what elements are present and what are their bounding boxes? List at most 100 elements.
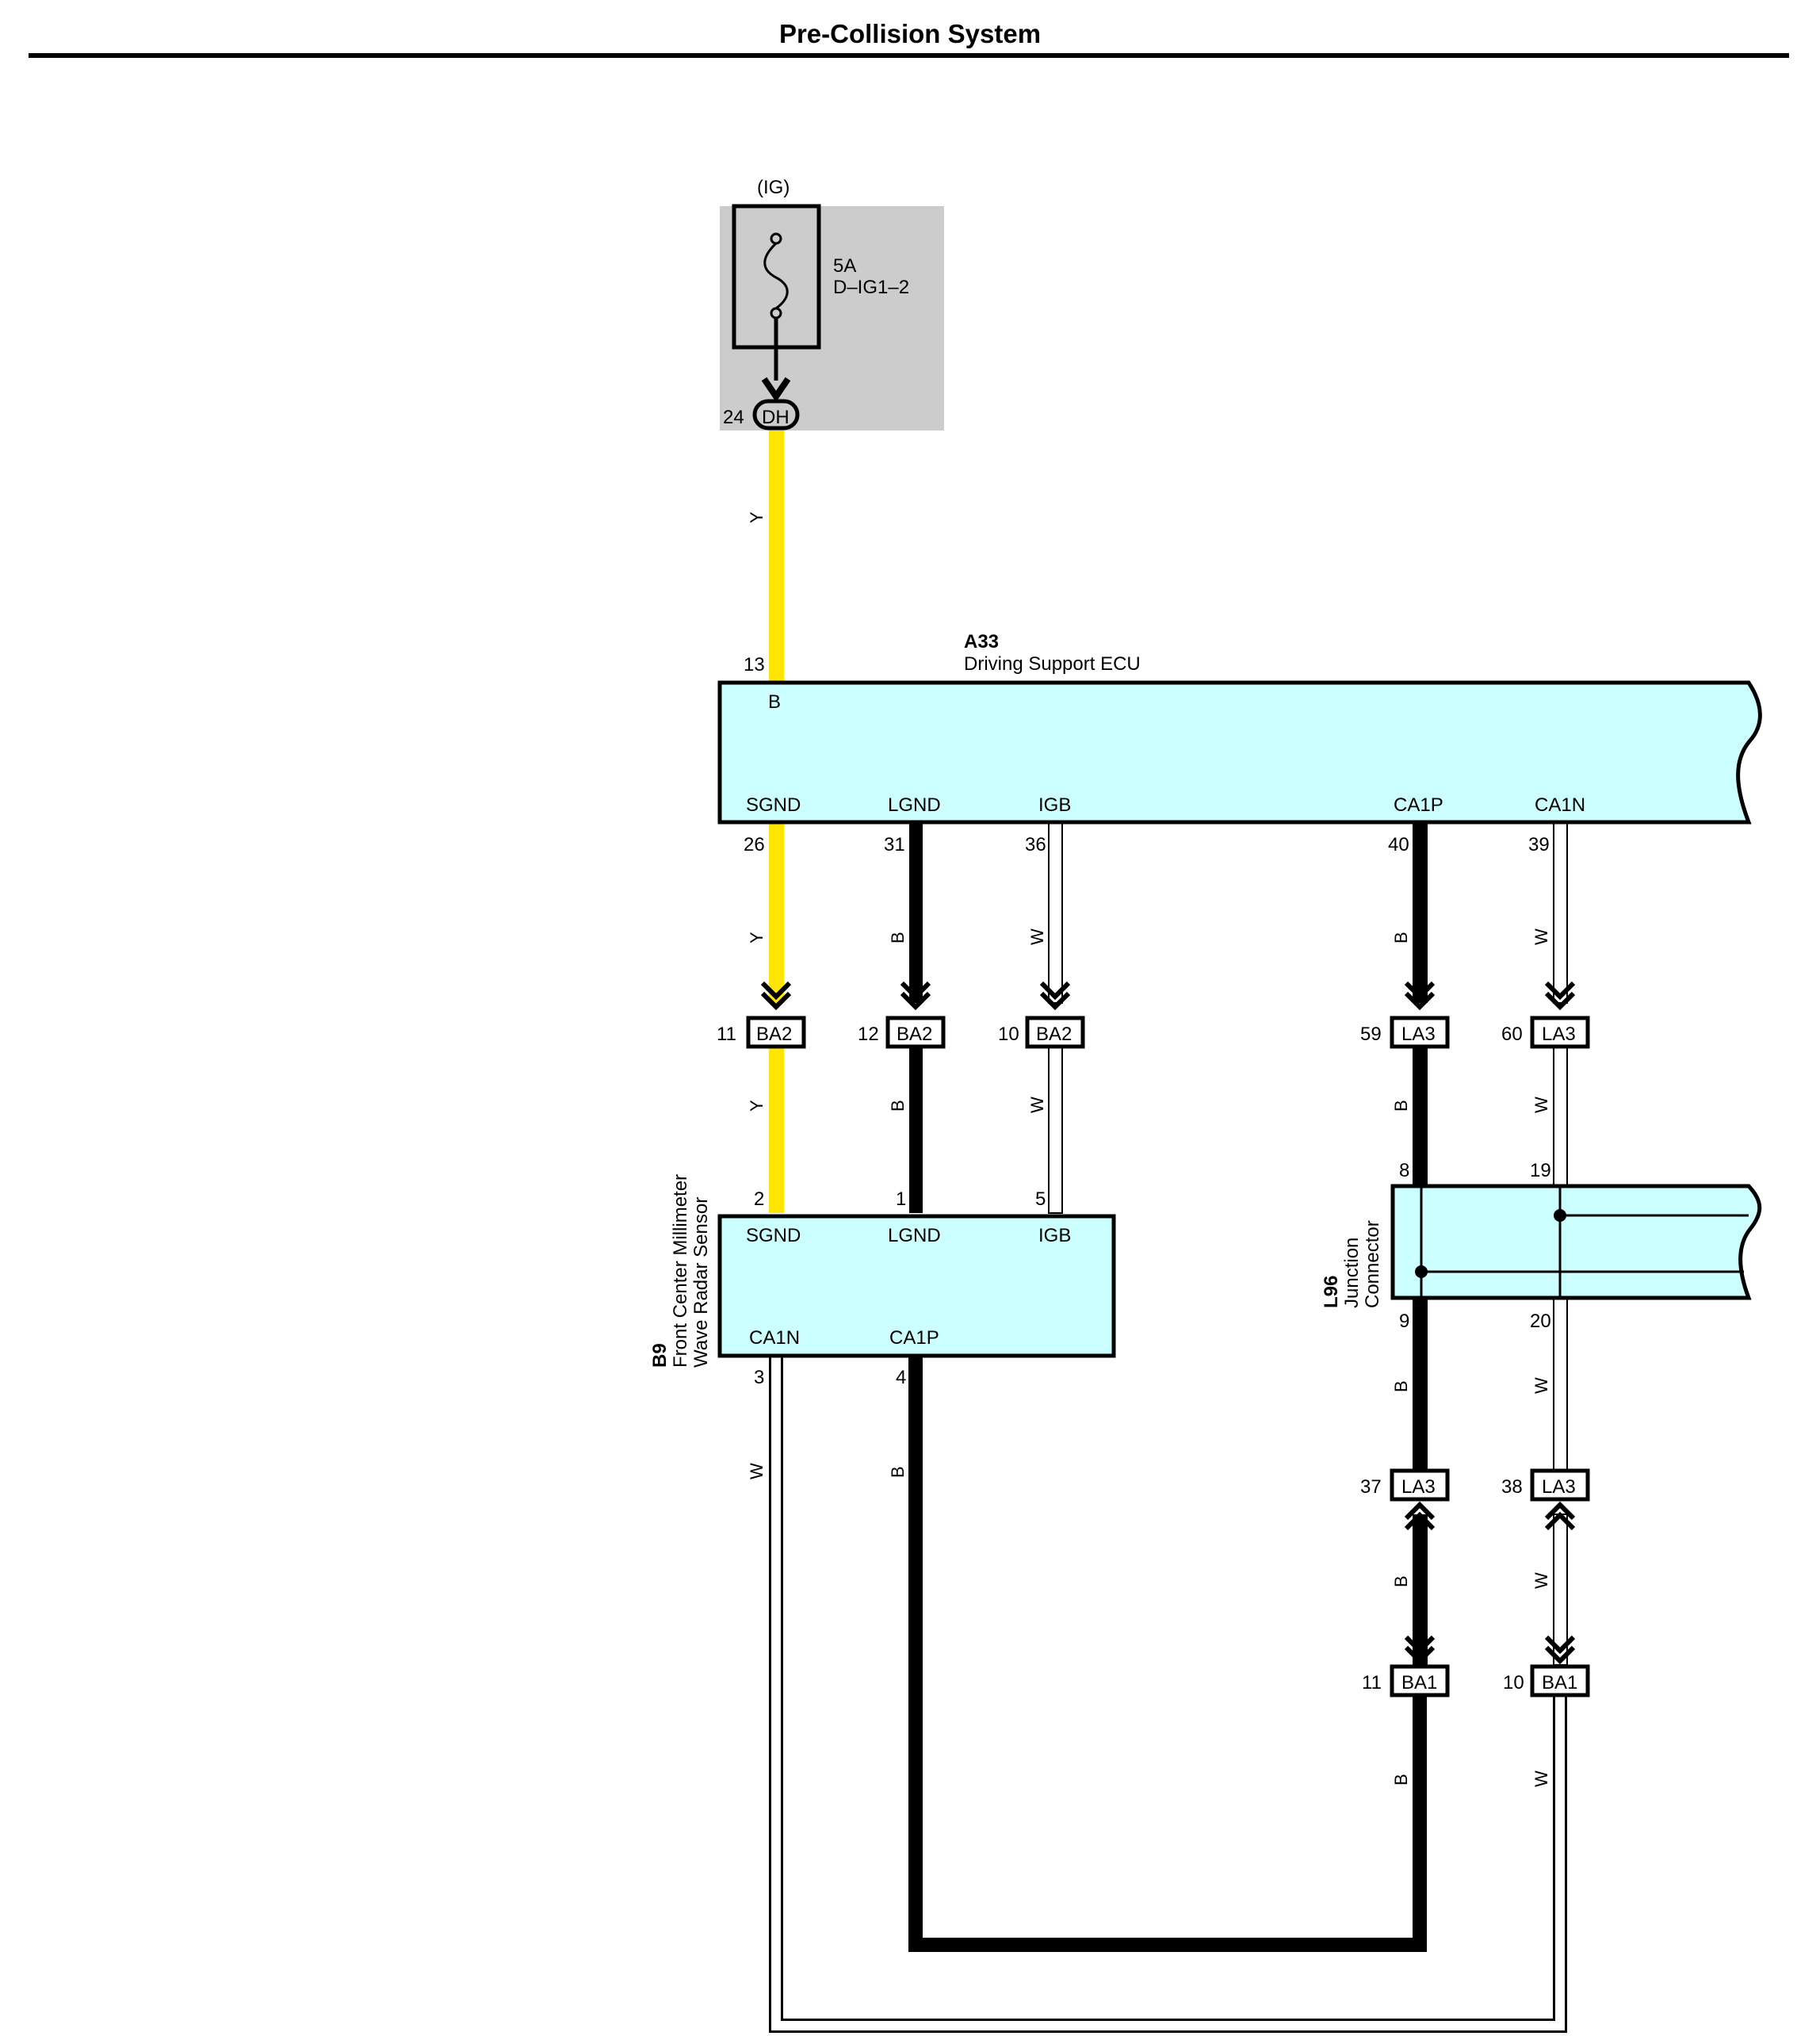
wire-color-ca1p-low2: B [1391, 1575, 1411, 1587]
junction-pin-8: 8 [1399, 1160, 1409, 1181]
wire-color-ca1n-mid: W [1531, 1096, 1551, 1113]
ecu-pin-31: 31 [884, 834, 905, 855]
connector-box [885, 1016, 946, 1049]
sensor-pin-1: 1 [896, 1188, 906, 1210]
dh-connector-pin: 24 [723, 407, 744, 428]
sensor-pin-2: 2 [754, 1188, 764, 1210]
connector-box [1530, 1664, 1590, 1697]
sensor-terminal-ca1n: CA1N [749, 1327, 800, 1349]
sensor-name-line2: Wave Radar Sensor [690, 1197, 712, 1368]
wire-color-ca1n-low3: W [1531, 1770, 1551, 1787]
wire-ca1p-low1 [1413, 1298, 1428, 1471]
wire-color-lgnd-lower: B [888, 1100, 908, 1112]
ecu-terminal-lgnd: LGND [888, 794, 941, 816]
ecu-terminal-igb: IGB [1038, 794, 1071, 816]
wire-color-ca1p-upper: B [1391, 932, 1411, 943]
sensor-pin-4: 4 [896, 1367, 906, 1388]
ecu-a33: A33 Driving Support ECU 13 B SGND LGND I… [717, 631, 1762, 855]
ecu-terminal-sgnd: SGND [746, 794, 801, 816]
wire-color-ca1n-upper: W [1531, 928, 1551, 945]
connector-pin: 10 [998, 1024, 1019, 1045]
fuse-source-label: (IG) [757, 177, 790, 198]
connector-pin: 11 [717, 1024, 736, 1045]
junction-l96: 8 19 9 20 L96 Junction Connector [1321, 1160, 1762, 1332]
sensor-terminal-igb: IGB [1038, 1225, 1071, 1246]
sensor-name-line1: Front Center Millimeter [670, 1174, 691, 1368]
dh-connector-label: DH [762, 407, 790, 428]
ecu-pin-36: 36 [1025, 834, 1046, 855]
wire-ca1p-loop [908, 1356, 1427, 1952]
connector-box [746, 1016, 806, 1049]
connector-label: BA1 [1401, 1672, 1437, 1693]
sensor-pin-5: 5 [1035, 1188, 1046, 1210]
wire-ca1n-mid [1553, 1046, 1568, 1187]
wire-igb-lower [1048, 1046, 1063, 1214]
fuse-arrow-icon [761, 377, 791, 403]
ecu-name: Driving Support ECU [964, 653, 1141, 675]
junction-name-line2: Connector [1362, 1220, 1383, 1308]
connector-label: LA3 [1401, 1476, 1436, 1498]
junction-name-line1: Junction [1341, 1238, 1363, 1308]
wire-igb-upper [1048, 821, 1063, 1004]
ecu-input-label: B [768, 691, 781, 713]
wire-color-sgnd-upper: Y [747, 932, 767, 943]
wire-color-ca1p-mid: B [1391, 1100, 1411, 1112]
connector-ba2-11: 11 BA2 [717, 981, 806, 1049]
wire-color-ca1n-low1: W [1531, 1377, 1551, 1394]
connector-label: LA3 [1542, 1024, 1576, 1045]
junction-pin-9: 9 [1399, 1311, 1409, 1332]
ecu-pin-39: 39 [1528, 834, 1550, 855]
connector-arrow-icon [1544, 1501, 1576, 1531]
connector-arrow-icon [1404, 1501, 1436, 1531]
ecu-code: A33 [964, 631, 999, 653]
connector-arrow-icon [1544, 1635, 1576, 1665]
ecu-pin-40: 40 [1388, 834, 1409, 855]
connector-label: LA3 [1401, 1024, 1436, 1045]
sensor-b9: SGND LGND IGB CA1N CA1P 2 1 5 3 4 B9 Fro… [649, 1174, 1116, 1388]
connector-box [1390, 1664, 1450, 1697]
connector-box [1530, 1016, 1590, 1049]
wire-ca1n-upper [1553, 821, 1568, 1004]
connector-arrow-icon [1039, 981, 1071, 1011]
wire-color-ca1p-low1: B [1391, 1380, 1411, 1392]
connector-box [1025, 1016, 1085, 1049]
connector-la3-59: 59 LA3 [1360, 981, 1450, 1049]
connector-pin: 38 [1501, 1476, 1523, 1498]
wire-ca1p-mid [1413, 1047, 1428, 1186]
ecu-input-pin: 13 [744, 654, 765, 675]
wire-lgnd-upper [909, 822, 923, 1003]
connector-ba1-11: 11 BA1 [1362, 1635, 1450, 1697]
wire-color-ca1p-low3: B [1391, 1774, 1411, 1785]
connector-label: BA2 [897, 1024, 932, 1045]
connector-arrow-icon [900, 981, 931, 1011]
junction-body [1390, 1184, 1762, 1300]
ecu-pin-26: 26 [744, 834, 765, 855]
connector-box [1530, 1468, 1590, 1502]
connector-label: LA3 [1542, 1476, 1576, 1498]
connector-ba2-10: 10 BA2 [998, 981, 1085, 1049]
junction-code: L96 [1321, 1276, 1342, 1308]
junction-pin-20: 20 [1530, 1311, 1551, 1332]
wire-color-ca1n-low2: W [1531, 1572, 1551, 1589]
ecu-body [717, 680, 1762, 825]
dh-connector [752, 399, 800, 431]
fuse-rating: 5A [833, 255, 856, 277]
junction-splice-upper [1554, 1209, 1566, 1222]
connector-arrow-icon [760, 981, 792, 1011]
sensor-body [717, 1214, 1116, 1358]
wire-color-fuse-to-ecu: Y [747, 511, 767, 523]
wire-color-igb-upper: W [1027, 928, 1047, 945]
junction-pin-19: 19 [1530, 1160, 1551, 1181]
fuse-element [763, 242, 789, 310]
connector-arrow-icon [1404, 1635, 1436, 1665]
wire-fuse-to-ecu [769, 431, 784, 683]
connector-ba1-10: 10 BA1 [1503, 1635, 1590, 1697]
fuse-block: (IG) 5A D–IG1–2 24 DH [720, 177, 944, 431]
connector-la3-37: 37 LA3 [1360, 1468, 1450, 1531]
page-title: Pre-Collision System [778, 19, 1042, 48]
connector-label: BA2 [1036, 1024, 1072, 1045]
connector-label: BA1 [1542, 1672, 1577, 1693]
ecu-terminal-ca1n: CA1N [1535, 794, 1585, 816]
sensor-terminal-sgnd: SGND [746, 1225, 801, 1246]
